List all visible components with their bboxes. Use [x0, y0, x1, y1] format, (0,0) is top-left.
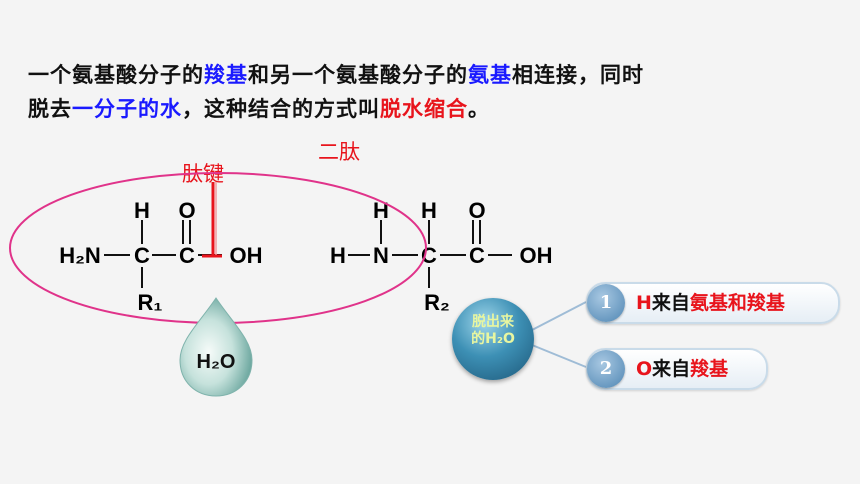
mol2-h-left: H: [330, 243, 346, 268]
mol2-r: R₂: [424, 290, 450, 315]
mol1-c1: C: [134, 243, 150, 268]
para-text-6: 脱去: [28, 96, 72, 121]
mol1-oh: OH: [230, 243, 263, 268]
para-amino: 氨基: [468, 62, 512, 87]
connector-lines: [531, 301, 587, 368]
para-water: 一分子的水: [72, 96, 182, 121]
para-text-5: 相连接，同时: [512, 62, 644, 87]
point-2-part2: 羧基: [690, 358, 729, 380]
mol1-r: R₁: [138, 290, 163, 315]
para-text-8: ，这种结合的方式叫: [182, 96, 380, 121]
molecule1-bonds: [104, 220, 222, 288]
point-2-text: O来自羧基: [636, 350, 728, 388]
mol1-h-top: H: [134, 198, 150, 223]
point-2-number: 2: [587, 350, 625, 388]
point-1-pill: [586, 282, 840, 324]
para-dehydration: 脱水缩合: [380, 96, 468, 121]
point-1-text: H来自氨基和羧基: [636, 284, 785, 322]
mol1-c2: C: [179, 243, 195, 268]
water-drop-icon: [179, 297, 253, 397]
water-ball: [452, 298, 534, 380]
para-text-1: 一个氨基酸分子的: [28, 62, 204, 87]
mol2-oh: OH: [520, 243, 553, 268]
mol2-c1: C: [421, 243, 437, 268]
ball-label-line1: 脱出来: [472, 314, 514, 330]
mol2-c2: C: [469, 243, 485, 268]
mol1-h2n: H₂N: [59, 243, 101, 268]
para-text-3: 和另一个氨基酸分子的: [248, 62, 468, 87]
mol1-o-top: O: [178, 198, 195, 223]
ball-label: 脱出来 的H₂O: [452, 314, 534, 348]
point-2-part1: O来自: [636, 358, 691, 380]
point-1-number: 1: [587, 284, 625, 322]
ball-label-line2: 的H₂O: [471, 331, 515, 347]
mol2-h-top: H: [421, 198, 437, 223]
mol2-o-top: O: [468, 198, 485, 223]
para-carboxyl: 羧基: [204, 62, 248, 87]
molecule2-bonds: [348, 220, 512, 288]
para-text-10: 。: [468, 96, 490, 121]
point-1-part1: H来自: [636, 292, 690, 314]
water-drop-label: H₂O: [197, 351, 236, 373]
point-1-part2: 氨基和羧基: [689, 292, 785, 314]
mol2-n: N: [373, 243, 389, 268]
dipeptide-label: 二肽: [318, 140, 360, 164]
description-paragraph: 一个氨基酸分子的羧基和另一个氨基酸分子的氨基相连接，同时 脱去一分子的水，这种结…: [28, 58, 848, 126]
